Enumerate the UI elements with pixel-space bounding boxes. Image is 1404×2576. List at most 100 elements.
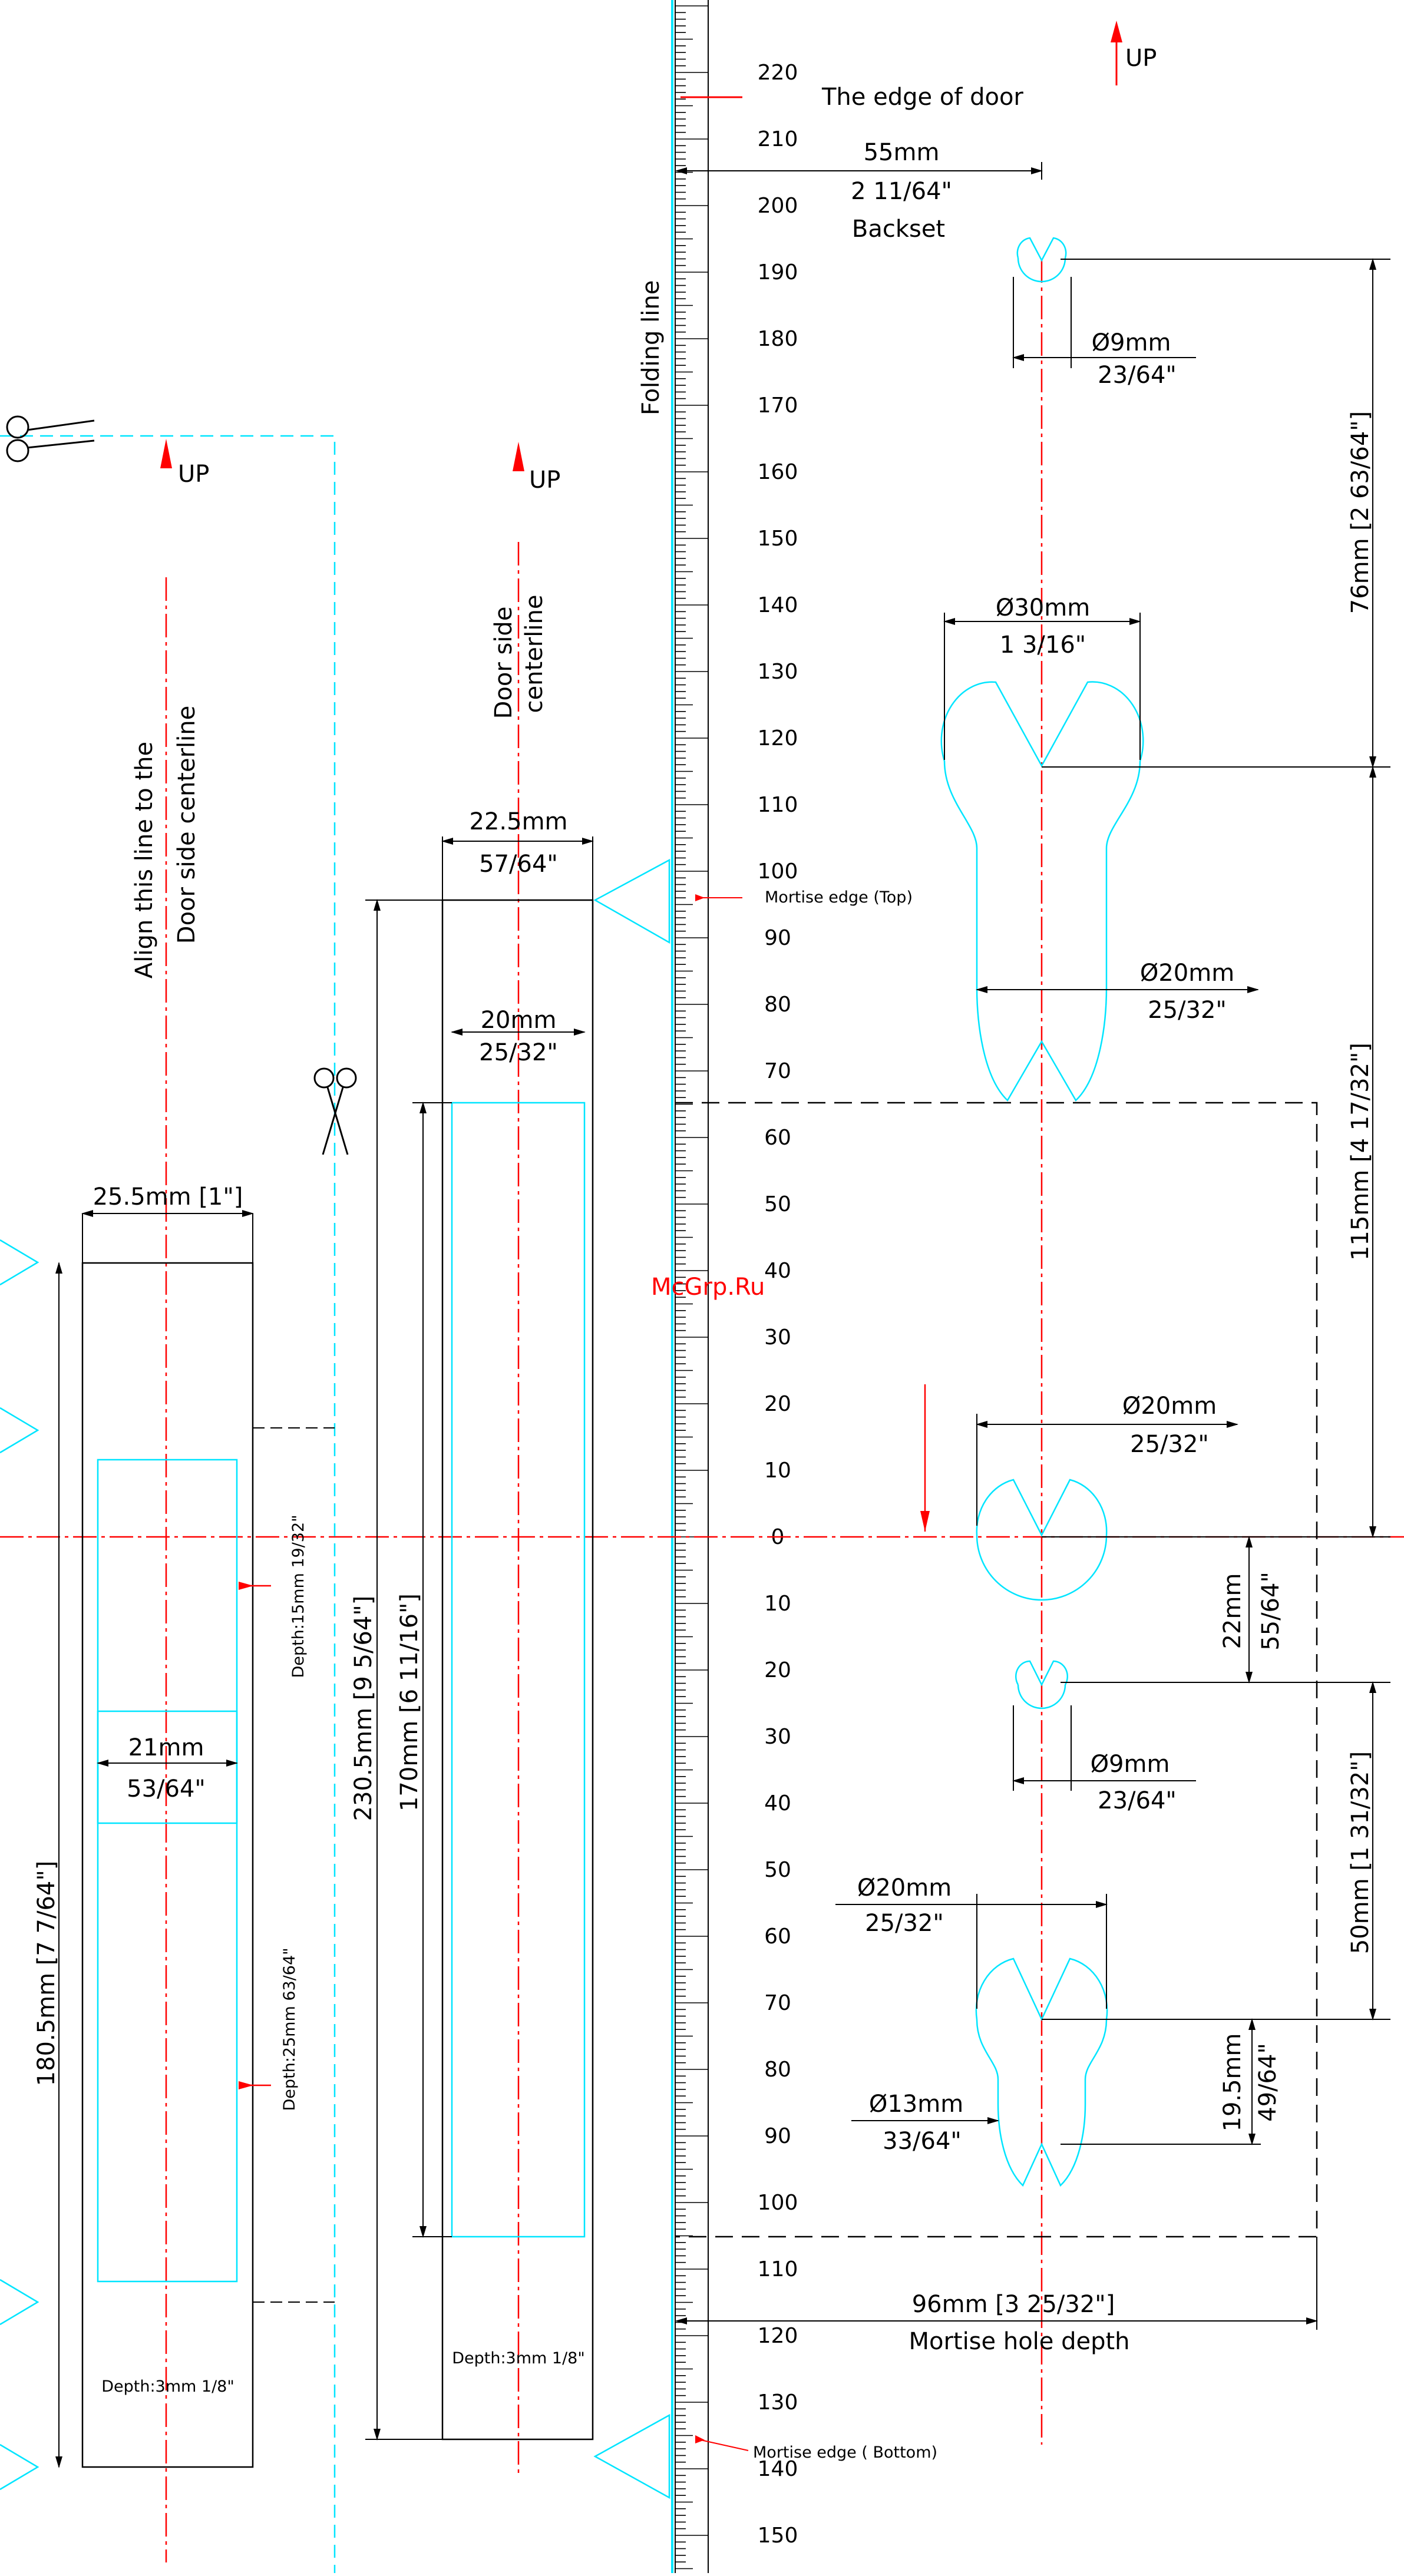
depth-3mm-middle: Depth:3mm 1/8" bbox=[452, 2349, 585, 2367]
door-side-text-1: Door side bbox=[490, 607, 517, 719]
mortise-depth-mm: 96mm [3 25/32"] bbox=[912, 2291, 1115, 2318]
up-label-middle: UP bbox=[529, 467, 560, 494]
dia30-mm: Ø30mm bbox=[996, 594, 1090, 621]
vertical-19-5-in: 49/64" bbox=[1254, 2043, 1281, 2122]
ruler-label: 50 bbox=[764, 1858, 791, 1882]
backset-mm: 55mm bbox=[864, 139, 940, 166]
height-230-5: 230.5mm [9 5/64"] bbox=[350, 1596, 377, 1821]
ruler-label: 90 bbox=[764, 2124, 791, 2148]
ruler-label: 120 bbox=[758, 2324, 798, 2348]
ruler-label: 10 bbox=[764, 1592, 791, 1616]
dia13-in: 33/64" bbox=[883, 2128, 962, 2155]
bottom-notch bbox=[593, 2413, 670, 2499]
hole-20mm-center bbox=[976, 1535, 1108, 1601]
ruler-label: 120 bbox=[758, 726, 798, 750]
ruler-label: 190 bbox=[758, 260, 798, 285]
depth-15mm: Depth:15mm 19/32" bbox=[289, 1514, 308, 1678]
backset-label: Backset bbox=[852, 216, 945, 243]
mortise-edge-bottom: Mortise edge ( Bottom) bbox=[753, 2443, 937, 2462]
ruler-label: 80 bbox=[764, 993, 791, 1017]
scissors-icon bbox=[313, 1067, 357, 1155]
ruler-label: 220 bbox=[758, 61, 798, 85]
height-180-5: 180.5mm [7 7/64"] bbox=[33, 1861, 60, 2086]
ruler-label: 100 bbox=[758, 859, 798, 884]
hole-13mm bbox=[976, 2019, 1108, 2187]
cut-line bbox=[0, 435, 336, 2573]
width-21in: 53/64" bbox=[127, 1775, 206, 1803]
left-latch-pocket bbox=[97, 1710, 238, 1824]
ruler-label: 30 bbox=[764, 1325, 791, 1350]
align-line-text-1: Align this line to the bbox=[131, 742, 158, 978]
ruler-ticks bbox=[675, 5, 708, 2570]
edge-of-door-label: The edge of door bbox=[821, 84, 1023, 111]
ruler-label: 210 bbox=[758, 127, 798, 151]
dia9-bot-mm: Ø9mm bbox=[1091, 1751, 1170, 1778]
door-side-text-2: centerline bbox=[521, 595, 548, 713]
ruler-label: 70 bbox=[764, 1991, 791, 2015]
dia20-a-mm: Ø20mm bbox=[1140, 960, 1234, 987]
mortise-depth-label: Mortise hole depth bbox=[909, 2328, 1129, 2355]
ruler-label: 150 bbox=[758, 527, 798, 551]
ruler-labels: 2202102001901801701601501401301201101009… bbox=[758, 61, 798, 2548]
ruler-label: 130 bbox=[758, 660, 798, 684]
dia20-c-in: 25/32" bbox=[865, 1910, 944, 1937]
ruler-label: 80 bbox=[764, 2058, 791, 2082]
ruler-label: 180 bbox=[758, 327, 798, 351]
folding-line-label: Folding line bbox=[637, 280, 665, 415]
width-20in: 25/32" bbox=[479, 1039, 558, 1066]
hole-9mm-top bbox=[1017, 257, 1066, 283]
middle-inner-mortise bbox=[451, 1102, 586, 2238]
ruler-label: 60 bbox=[764, 1924, 791, 1949]
up-arrow-icon bbox=[160, 439, 172, 468]
ruler-label: 200 bbox=[758, 194, 798, 218]
mortise-edge-top: Mortise edge (Top) bbox=[765, 888, 913, 907]
ruler-label: 10 bbox=[764, 1459, 791, 1483]
ruler-label: 20 bbox=[764, 1392, 791, 1416]
ruler-label: 140 bbox=[758, 2457, 798, 2481]
dia30-in: 1 3/16" bbox=[1000, 631, 1086, 659]
height-170: 170mm [6 11/16"] bbox=[396, 1593, 423, 1811]
scissors-icon bbox=[6, 415, 95, 462]
ruler-label: 50 bbox=[764, 1192, 791, 1216]
dia9-top-in: 23/64" bbox=[1098, 362, 1177, 389]
ruler-label: 160 bbox=[758, 460, 798, 484]
dia20-b-in: 25/32" bbox=[1130, 1431, 1209, 1458]
watermark: McGrp.Ru bbox=[651, 1274, 765, 1301]
ruler-label: 150 bbox=[758, 2524, 798, 2548]
up-arrow-icon bbox=[513, 442, 524, 471]
ruler-label: 100 bbox=[758, 2191, 798, 2215]
width-25-5: 25.5mm [1"] bbox=[93, 1183, 243, 1211]
vertical-19-5-mm: 19.5mm bbox=[1219, 2033, 1246, 2132]
width-22-5in: 57/64" bbox=[479, 851, 558, 878]
left-inner-mortise bbox=[97, 1459, 238, 2283]
width-22-5mm: 22.5mm bbox=[470, 808, 568, 835]
ruler-label: 60 bbox=[764, 1126, 791, 1150]
middle-strip: 22.5mm 57/64" 20mm 25/32" 230.5mm [9 5/6… bbox=[350, 595, 594, 2441]
ruler-label: 110 bbox=[758, 2257, 798, 2281]
up-arrow-icon bbox=[1111, 21, 1122, 85]
backset-in: 2 11/64" bbox=[851, 178, 952, 205]
dia20-c-mm: Ø20mm bbox=[857, 1874, 952, 1902]
dia13-mm: Ø13mm bbox=[869, 2091, 963, 2118]
width-20mm: 20mm bbox=[481, 1007, 557, 1034]
left-strip: 25.5mm [1"] 21mm 53/64" 180.5mm [7 7/64"… bbox=[33, 706, 335, 2468]
ruler-label: 40 bbox=[764, 1259, 791, 1283]
ruler-label: 70 bbox=[764, 1059, 791, 1083]
vertical-115: 115mm [4 17/32"] bbox=[1347, 1043, 1374, 1261]
ruler-label: 130 bbox=[758, 2390, 798, 2415]
up-label-right: UP bbox=[1125, 45, 1157, 72]
ruler-label: 90 bbox=[764, 926, 791, 950]
vertical-22-mm: 22mm bbox=[1219, 1573, 1246, 1649]
ruler-label: 40 bbox=[764, 1791, 791, 1816]
width-21mm: 21mm bbox=[128, 1734, 204, 1761]
depth-25mm: Depth:25mm 63/64" bbox=[280, 1947, 299, 2111]
align-line-text-2: Door side centerline bbox=[173, 706, 200, 944]
dia20-a-in: 25/32" bbox=[1148, 997, 1227, 1024]
hole-9mm-bottom bbox=[1017, 1684, 1066, 1709]
depth-3mm-left: Depth:3mm 1/8" bbox=[101, 2377, 234, 2396]
hole-outlines bbox=[0, 237, 1144, 2573]
ruler-label: 110 bbox=[758, 793, 798, 817]
vertical-50: 50mm [1 31/32"] bbox=[1347, 1751, 1374, 1955]
vertical-22-in: 55/64" bbox=[1257, 1572, 1284, 1651]
